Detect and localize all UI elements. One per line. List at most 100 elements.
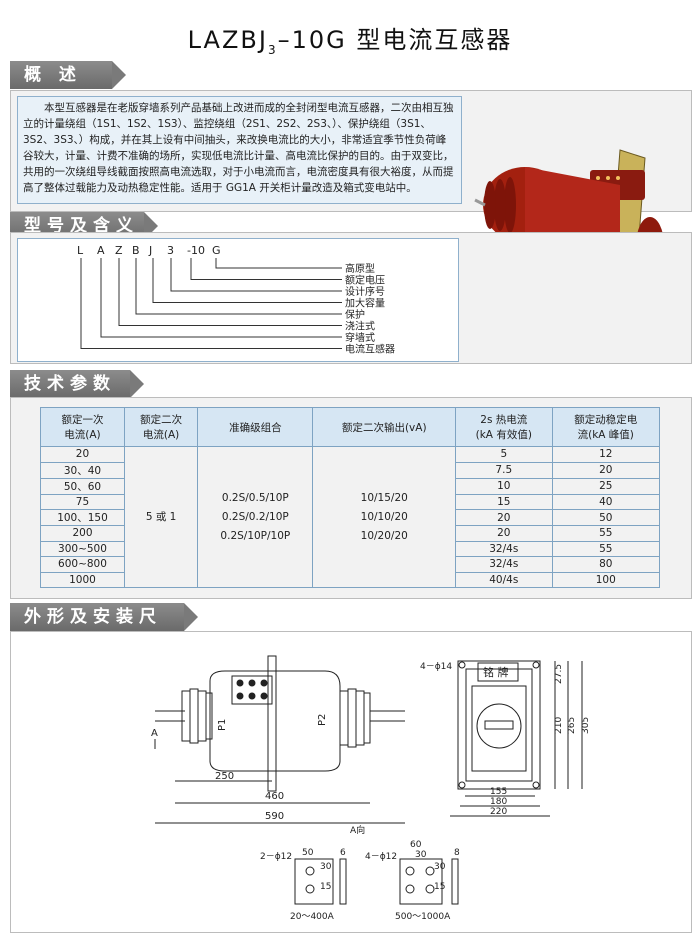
- thermal-current-cell: 32/4s: [455, 556, 553, 573]
- overview-text: 本型互感器是在老版穿墙系列产品基础上改进而成的全封闭型电流互感器，二次由相互独立…: [17, 96, 462, 204]
- svg-text:A向: A向: [350, 824, 365, 836]
- model-code-char: B: [132, 244, 140, 257]
- svg-text:2－ϕ12: 2－ϕ12: [260, 852, 292, 862]
- model-leader-line: [190, 258, 342, 280]
- svg-text:500～1000A: 500～1000A: [395, 912, 451, 922]
- model-code-char: A: [97, 244, 105, 257]
- svg-text:15: 15: [320, 882, 331, 892]
- svg-text:4－ϕ12: 4－ϕ12: [365, 852, 397, 862]
- thermal-current-cell: 10: [455, 477, 553, 495]
- model-code-char: G: [212, 244, 221, 257]
- model-leader-line: [152, 258, 342, 303]
- svg-text:15: 15: [434, 882, 445, 892]
- svg-text:50: 50: [302, 848, 314, 858]
- svg-text:220: 220: [490, 807, 507, 817]
- thermal-current-cell: 40/4s: [455, 571, 553, 588]
- svg-text:30: 30: [320, 862, 332, 872]
- side-view: [154, 655, 405, 824]
- dynamic-current-cell: 20: [551, 461, 661, 479]
- svg-text:8: 8: [454, 848, 460, 858]
- dynamic-current-cell: 25: [551, 477, 661, 495]
- dynamic-current-cell: 55: [551, 540, 661, 557]
- svg-text:210: 210: [554, 717, 564, 734]
- model-code-char: -10: [187, 244, 205, 257]
- model-meaning-label: 高原型: [345, 262, 375, 275]
- model-leader-line: [215, 258, 342, 269]
- thermal-current-cell: 32/4s: [455, 540, 553, 557]
- primary-current-cell: 50、60: [40, 477, 125, 495]
- primary-current-cell: 30、40: [40, 461, 125, 479]
- model-meaning-label: 电流互感器: [345, 343, 395, 356]
- model-leader-line: [170, 258, 342, 292]
- table-header: 额定一次电流(A): [40, 407, 125, 447]
- model-meaning-label: 加大容量: [345, 297, 385, 310]
- model-leader-line: [100, 258, 342, 338]
- spec-table: 额定一次电流(A)额定二次电流(A)准确级组合额定二次输出(vA)2s 热电流(…: [40, 407, 661, 588]
- section-params-header: 技术参数: [10, 370, 144, 398]
- model-leader-line: [135, 258, 342, 315]
- primary-current-cell: 20: [40, 446, 125, 463]
- svg-text:60: 60: [410, 840, 422, 850]
- model-code-char: L: [77, 244, 84, 257]
- model-meaning-label: 设计序号: [345, 285, 385, 298]
- model-meaning-label: 额定电压: [345, 274, 385, 287]
- svg-text:6: 6: [340, 848, 346, 858]
- dynamic-current-cell: 80: [551, 556, 661, 573]
- svg-text:250: 250: [215, 771, 234, 782]
- svg-text:265: 265: [567, 717, 577, 734]
- model-code-char: Z: [115, 244, 123, 257]
- dynamic-current-cell: 40: [551, 493, 661, 510]
- svg-text:4－ϕ14: 4－ϕ14: [420, 662, 452, 672]
- model-code-char: J: [148, 244, 152, 257]
- model-leader-line: [80, 258, 342, 349]
- primary-current-cell: 75: [40, 493, 125, 510]
- primary-current-cell: 100、150: [40, 509, 125, 526]
- thermal-current-cell: 7.5: [455, 461, 553, 479]
- section-dims-header: 外形及安装尺寸: [10, 603, 198, 655]
- model-code-char: 3: [167, 244, 174, 257]
- svg-text:P2: P2: [317, 714, 328, 726]
- a-view-small: [294, 858, 347, 905]
- table-header: 准确级组合: [197, 407, 314, 447]
- model-meaning-label: 保护: [345, 308, 365, 321]
- a-view-large: [399, 858, 459, 905]
- primary-current-cell: 600~800: [40, 556, 125, 573]
- secondary-current-cell: 5 或 1: [123, 446, 199, 588]
- svg-text:460: 460: [265, 791, 284, 802]
- primary-current-cell: 300~500: [40, 540, 125, 557]
- thermal-current-cell: 20: [455, 509, 553, 526]
- svg-text:A: A: [151, 728, 158, 739]
- thermal-current-cell: 5: [455, 446, 553, 463]
- svg-text:155: 155: [490, 787, 507, 797]
- thermal-current-cell: 15: [455, 493, 553, 510]
- svg-text:305: 305: [581, 717, 591, 734]
- model-leader-line: [118, 258, 342, 326]
- primary-current-cell: 1000: [40, 571, 125, 588]
- table-header: 额定二次电流(A): [123, 407, 199, 447]
- svg-text:590: 590: [265, 811, 284, 822]
- svg-text:30: 30: [415, 850, 427, 860]
- dynamic-current-cell: 12: [551, 446, 661, 463]
- model-meaning-label: 浇注式: [345, 320, 375, 333]
- svg-text:180: 180: [490, 797, 507, 807]
- table-header: 额定二次输出(vA): [312, 407, 457, 447]
- svg-text:P1: P1: [217, 719, 228, 731]
- model-box: [17, 238, 459, 362]
- svg-text:铭 牌: 铭 牌: [483, 665, 509, 679]
- section-overview-header: 概 述: [10, 61, 126, 89]
- dims-panel: [10, 631, 692, 933]
- thermal-current-cell: 20: [455, 525, 553, 542]
- model-meaning-label: 穿墙式: [345, 331, 375, 344]
- page-title: LAZBJ3–10G 型电流互感器: [187, 26, 513, 57]
- svg-text:30: 30: [434, 862, 446, 872]
